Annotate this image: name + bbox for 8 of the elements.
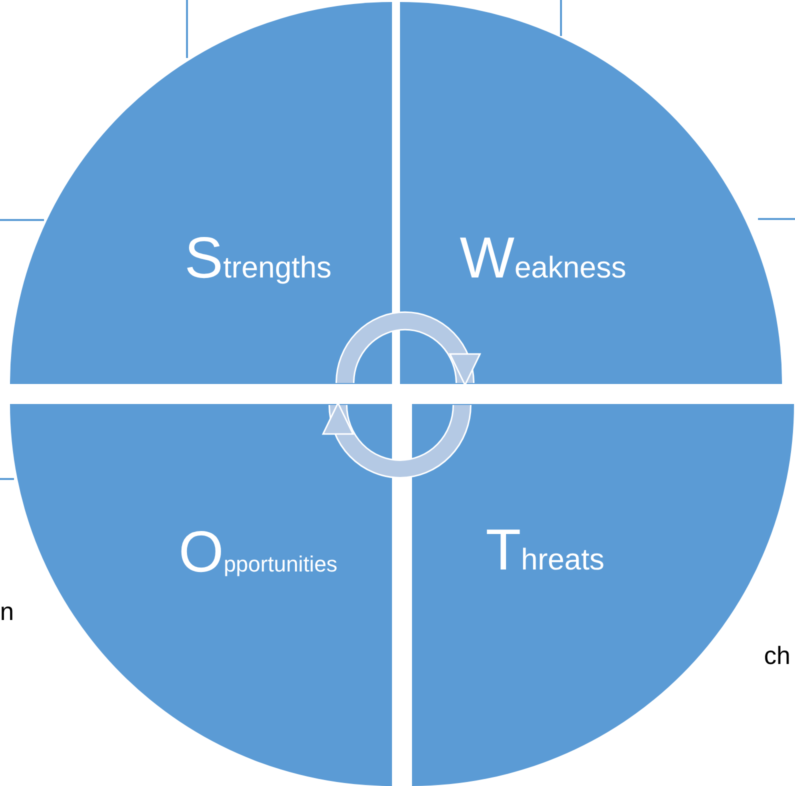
curved-arrow: [336, 312, 479, 386]
quadrant-title: Strengths: [184, 224, 332, 292]
text-fragment: n: [0, 598, 14, 627]
text-fragment: ch: [764, 642, 790, 671]
curved-arrow: [324, 402, 472, 478]
quadrant-title: Weakness: [460, 224, 626, 292]
quadrant-title: Threats: [486, 516, 604, 584]
quadrant-title: Opportunities: [178, 518, 338, 586]
